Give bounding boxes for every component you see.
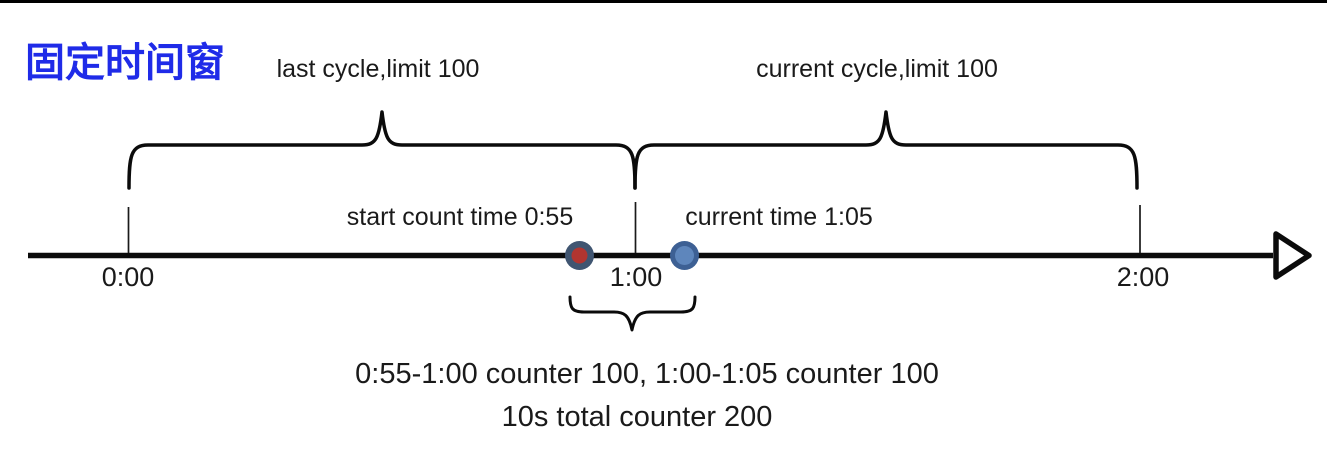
current-time-label: current time 1:05 bbox=[685, 203, 873, 231]
counter-note-line1: 0:55-1:00 counter 100, 1:00-1:05 counter… bbox=[355, 358, 939, 390]
last-cycle-label: last cycle,limit 100 bbox=[276, 55, 480, 83]
diagram-title: 固定时间窗 bbox=[25, 41, 225, 85]
tick-label-0-00: 0:00 bbox=[101, 262, 155, 292]
top-border-line bbox=[0, 0, 1327, 3]
current-time-marker-center bbox=[675, 246, 694, 265]
last-cycle-brace bbox=[127, 110, 637, 190]
tick-label-1-00: 1:00 bbox=[609, 262, 663, 292]
timeline-arrowhead bbox=[1273, 231, 1312, 280]
overlap-window-brace bbox=[568, 295, 697, 332]
start-count-label: start count time 0:55 bbox=[346, 203, 574, 231]
current-cycle-label: current cycle,limit 100 bbox=[756, 55, 998, 83]
current-cycle-brace bbox=[633, 110, 1139, 190]
start-count-marker-center bbox=[571, 247, 588, 264]
counter-note-line2: 10s total counter 200 bbox=[501, 401, 773, 433]
tick-label-2-00: 2:00 bbox=[1116, 262, 1170, 292]
